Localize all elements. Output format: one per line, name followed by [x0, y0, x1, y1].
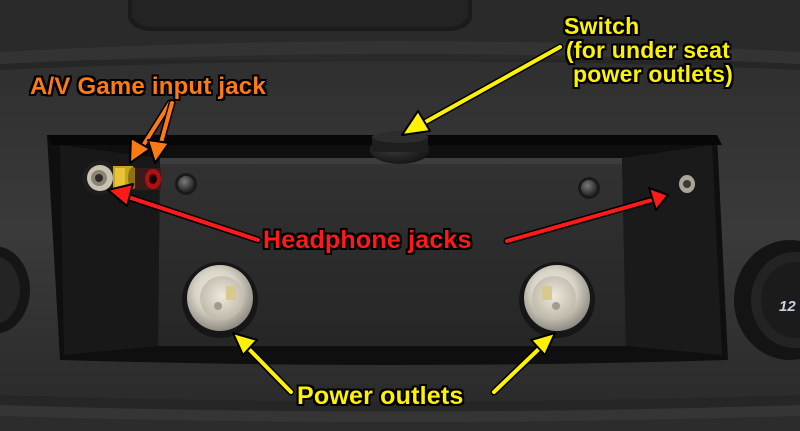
- av-game-input-label: A/V Game input jack: [30, 73, 266, 100]
- power-arrow-left: [232, 332, 295, 396]
- headphone-jacks-label: Headphone jacks: [263, 226, 472, 254]
- switch-arrow: [401, 43, 564, 136]
- left-power-outlet: [182, 262, 258, 338]
- switch-label-line-1: Switch: [564, 13, 640, 39]
- screw-right: [578, 177, 600, 199]
- switch-label: Switch (for under seat power outlets): [558, 13, 784, 87]
- right-side-dial: [734, 240, 800, 360]
- screw-left: [175, 173, 197, 195]
- power-arrow-right: [490, 332, 556, 396]
- inner-panel: [158, 158, 626, 346]
- left-headphone-jack: [82, 161, 118, 195]
- power-outlets-label: Power outlets: [297, 382, 464, 410]
- left-side-knob: [0, 246, 30, 334]
- switch-label-line-3: power outlets): [573, 60, 733, 87]
- headphone-arrow-right: [503, 187, 669, 245]
- right-headphone-jack: [675, 171, 699, 197]
- upper-ridge: [0, 41, 800, 64]
- av-arrow-right: [147, 99, 176, 164]
- right-power-outlet: [519, 262, 595, 338]
- switch-label-line-2: (for under seat: [566, 36, 731, 63]
- av-arrow-left: [129, 99, 174, 164]
- av-red-jack: [135, 168, 161, 190]
- headphone-arrow-left: [107, 183, 262, 244]
- under-seat-power-switch: [370, 131, 430, 164]
- dial-marking: 12: [779, 298, 796, 315]
